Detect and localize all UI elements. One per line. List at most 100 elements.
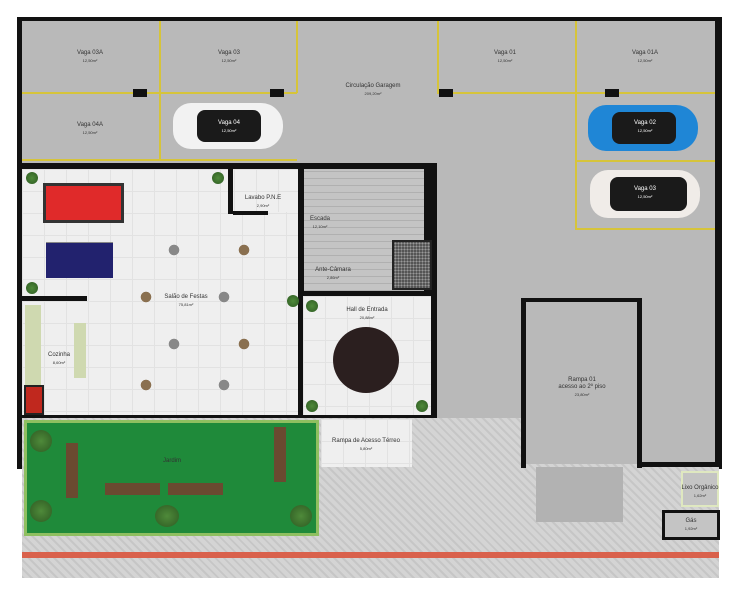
pool-table bbox=[43, 183, 124, 223]
vaga-name: Vaga 04A bbox=[77, 122, 103, 128]
wall bbox=[637, 298, 642, 468]
vaga-area: 12,50m² bbox=[221, 58, 237, 63]
parking-line bbox=[437, 21, 439, 93]
pillar bbox=[439, 89, 453, 97]
room-name: Escada bbox=[309, 216, 331, 222]
plant-icon bbox=[416, 400, 428, 412]
plant-icon bbox=[287, 295, 299, 307]
dining-table bbox=[162, 332, 186, 356]
wall bbox=[637, 462, 722, 467]
rampa-terreo-label: Rampa de Acesso Térreo 5,80m² bbox=[332, 438, 400, 452]
dining-table bbox=[212, 373, 236, 397]
plant-icon bbox=[306, 400, 318, 412]
room-name: Rampa 01 bbox=[568, 377, 596, 383]
dining-table bbox=[134, 373, 158, 397]
plant-icon bbox=[26, 172, 38, 184]
vaga-name: Vaga 03A bbox=[77, 50, 103, 56]
room-area: 1,62m² bbox=[693, 493, 707, 498]
escada-label: Escada 12,10m² bbox=[310, 216, 330, 230]
room-name: Rampa de Acesso Térreo bbox=[332, 438, 400, 444]
vaga-label: Vaga 02 12,50m² bbox=[634, 120, 656, 134]
kitchen-counter bbox=[25, 305, 41, 385]
lixo-label: Lixo Orgânico 1,62m² bbox=[681, 485, 718, 499]
car-white bbox=[590, 170, 700, 218]
lavabo-floor bbox=[234, 169, 296, 212]
elevator bbox=[392, 240, 432, 290]
room-name: Jardim bbox=[162, 458, 182, 464]
wall bbox=[715, 298, 722, 467]
wall bbox=[521, 298, 642, 302]
jardim-label: Jardim bbox=[163, 458, 181, 465]
garage-floor bbox=[437, 298, 521, 418]
vaga-name: Vaga 02 bbox=[634, 120, 656, 126]
gas-room bbox=[662, 510, 720, 540]
plant-icon bbox=[290, 505, 312, 527]
vaga-area: 12,50m² bbox=[637, 128, 653, 133]
vaga-area: 12,50m² bbox=[637, 194, 653, 199]
garden-bench bbox=[168, 483, 223, 495]
room-area: 5,80m² bbox=[359, 446, 373, 451]
cozinha-label: Cozinha 8,60m² bbox=[48, 352, 70, 366]
vaga-name: Vaga 01A bbox=[632, 50, 658, 56]
room-name: Lavabo P.N.E bbox=[244, 195, 282, 201]
room-name: Gás bbox=[685, 518, 697, 524]
vaga-name: Vaga 04 bbox=[218, 120, 240, 126]
vaga-area: 12,50m² bbox=[637, 58, 653, 63]
dining-table bbox=[232, 238, 256, 262]
vaga-label: Vaga 04A 12,50m² bbox=[77, 122, 103, 136]
wall bbox=[233, 211, 268, 215]
plant-icon bbox=[212, 172, 224, 184]
pillar bbox=[133, 89, 147, 97]
vaga-label: Vaga 01A 12,50m² bbox=[632, 50, 658, 64]
room-name: Cozinha bbox=[47, 352, 71, 358]
ramp-entrance bbox=[536, 467, 623, 522]
ramp bbox=[526, 302, 637, 464]
parking-line bbox=[575, 21, 577, 230]
grill bbox=[24, 385, 44, 415]
room-name: Salão de Festas bbox=[164, 294, 208, 300]
room-area: 1,92m² bbox=[684, 526, 698, 531]
room-name: Ante-Câmara bbox=[315, 267, 351, 273]
plant-icon bbox=[306, 300, 318, 312]
car-white bbox=[173, 103, 283, 149]
garden-bench bbox=[274, 427, 286, 482]
pillar bbox=[270, 89, 284, 97]
room-area: 12,10m² bbox=[312, 224, 328, 229]
lixo-room bbox=[681, 471, 719, 507]
pillar bbox=[605, 89, 619, 97]
lavabo-label: Lavabo P.N.E 2,90m² bbox=[245, 195, 281, 209]
parking-line bbox=[575, 160, 715, 162]
room-name: Circulação Garagem bbox=[345, 83, 401, 89]
parking-line bbox=[159, 21, 161, 161]
parking-line bbox=[296, 21, 298, 93]
vaga-area: 12,50m² bbox=[497, 58, 513, 63]
room-name: Hall de Entrada bbox=[346, 307, 388, 313]
room-area: 8,60m² bbox=[52, 360, 66, 365]
garage-floor bbox=[642, 302, 715, 464]
parking-line bbox=[575, 228, 715, 230]
dining-table bbox=[212, 285, 236, 309]
wall bbox=[228, 169, 233, 214]
plant-icon bbox=[30, 500, 52, 522]
garden-bench bbox=[105, 483, 160, 495]
dining-table bbox=[162, 238, 186, 262]
vaga-area: 12,50m² bbox=[82, 130, 98, 135]
kitchen-island bbox=[74, 323, 86, 378]
room-area: 23,80m² bbox=[574, 392, 590, 397]
room-area: 2,90m² bbox=[256, 203, 270, 208]
rampa-terreo bbox=[321, 419, 412, 467]
dining-table bbox=[232, 332, 256, 356]
plant-icon bbox=[155, 505, 179, 527]
rug bbox=[333, 327, 399, 393]
wall bbox=[22, 296, 87, 301]
room-name: Lixo Orgânico bbox=[681, 485, 719, 491]
red-stripe bbox=[22, 552, 719, 558]
wall bbox=[521, 298, 526, 468]
